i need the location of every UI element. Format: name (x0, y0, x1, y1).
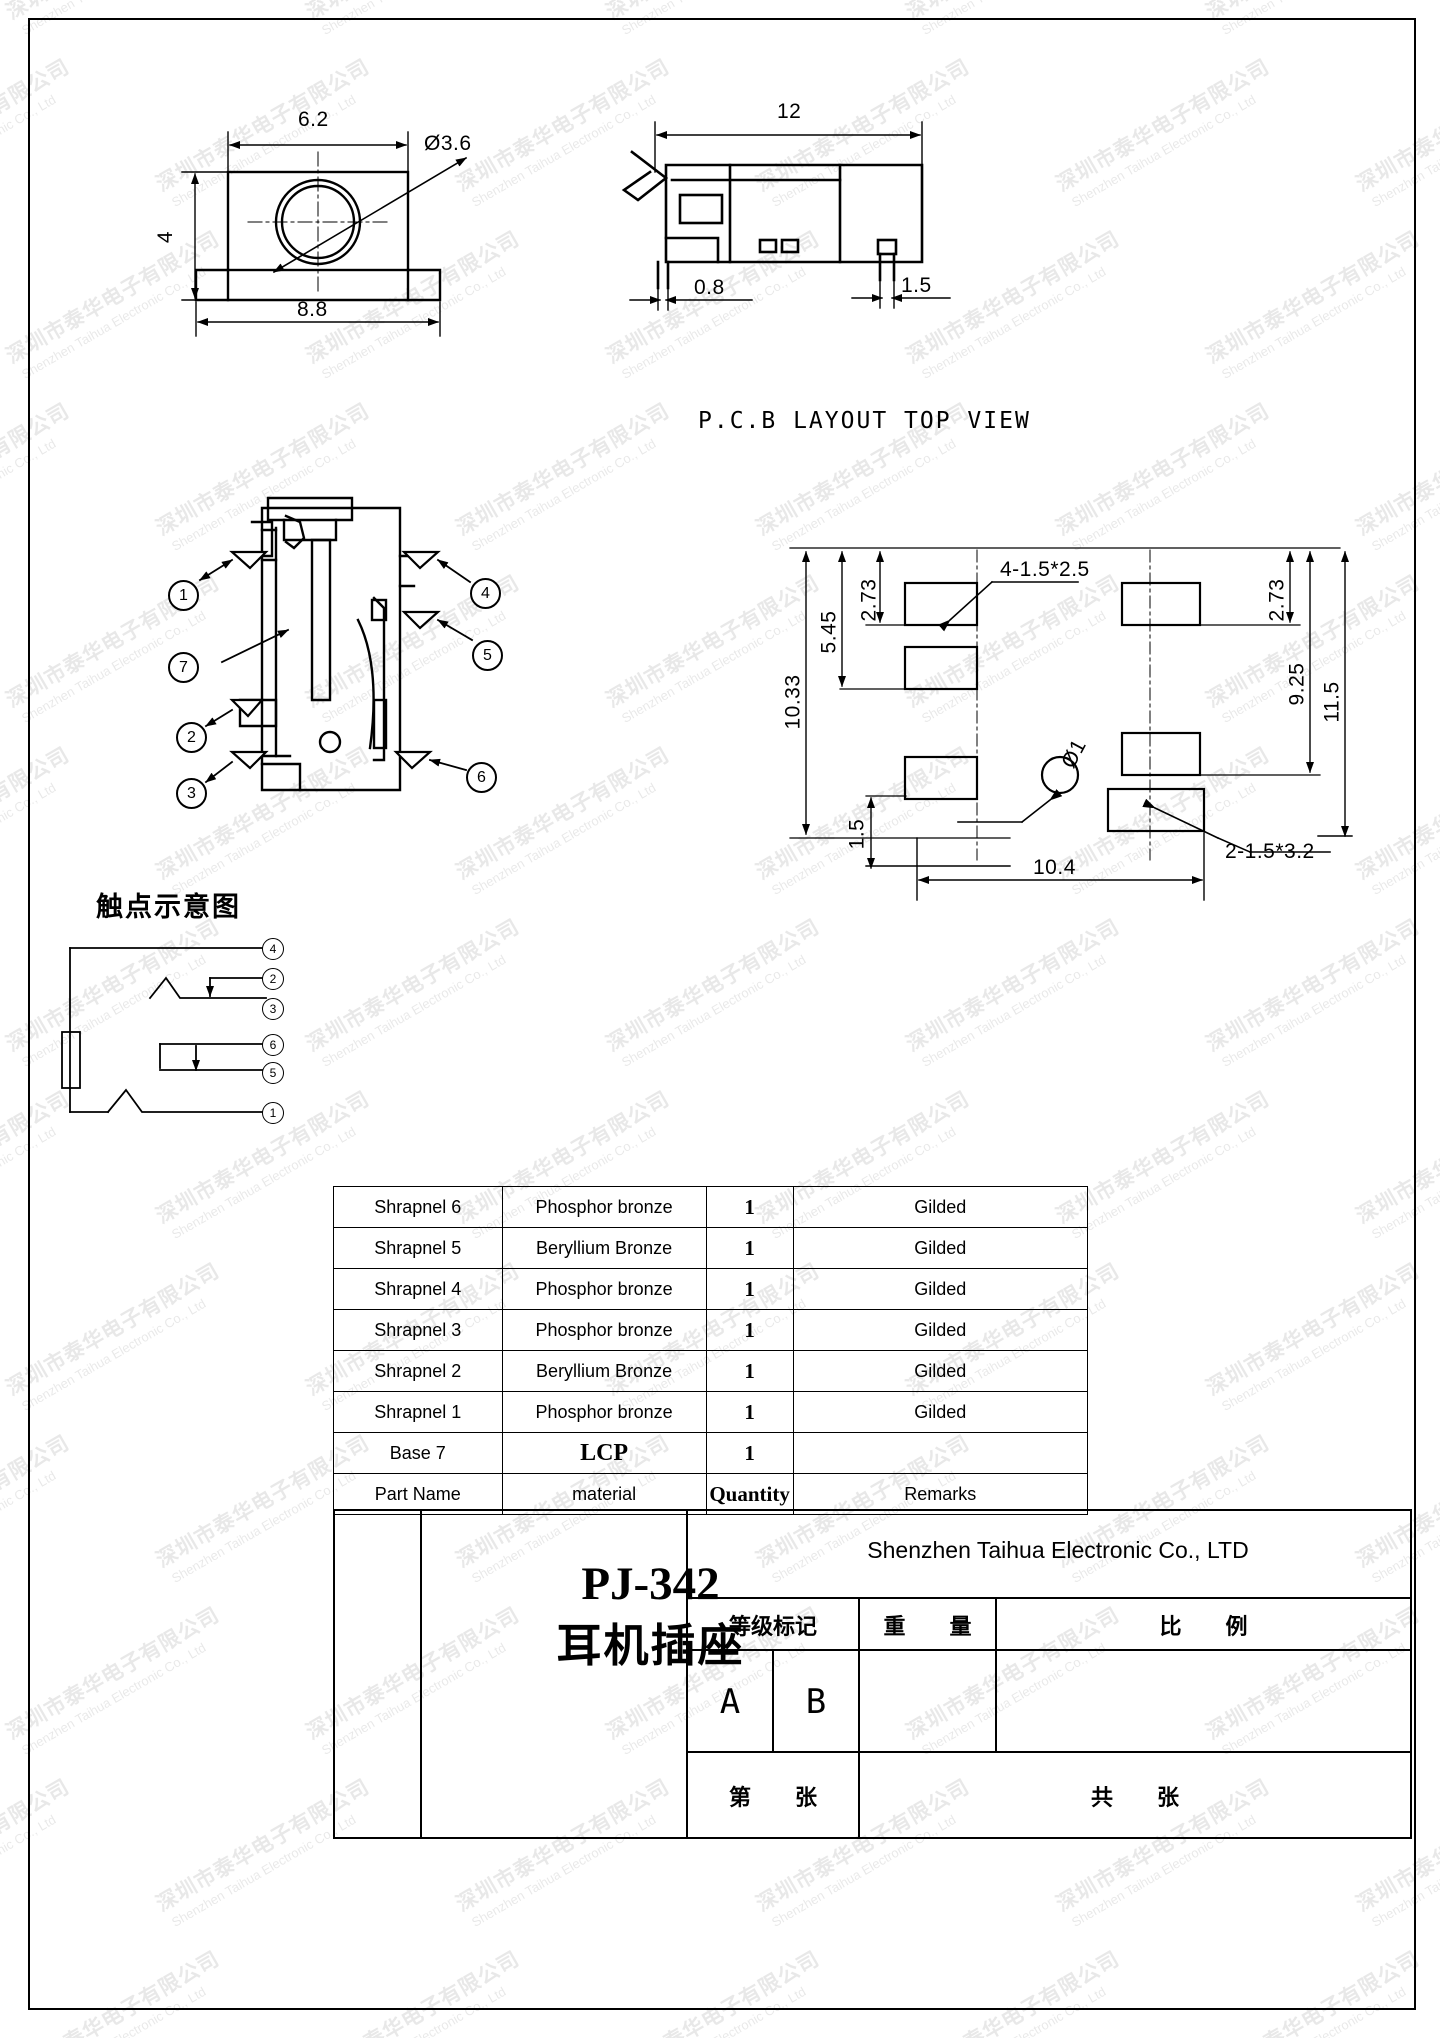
dim-pcb-bottom-width: 10.4 (1033, 856, 1076, 879)
dim-pcb-overall-left: 10.33 (781, 674, 805, 730)
cell-c3: 1 (705, 1309, 794, 1351)
sheet-border (28, 18, 1416, 2010)
cell-c2: LCP (501, 1432, 707, 1474)
column-header: material (501, 1473, 707, 1515)
terminal-4: 4 (262, 938, 284, 960)
cell-c4 (792, 1432, 1089, 1474)
callout-pad-4: 4-1.5*2.5 (1000, 558, 1090, 581)
cell-c2: Phosphor bronze (501, 1309, 707, 1351)
tb-line-grade-right (858, 1597, 861, 1751)
callout-pad-2: 2-1.5*3.2 (1225, 840, 1315, 863)
cell-c4: Gilded (792, 1268, 1089, 1310)
column-header: Remarks (792, 1473, 1089, 1515)
callout-1: 1 (168, 580, 199, 611)
tb-line-weight-right (995, 1597, 998, 1751)
contact-diagram-title: 触点示意图 (96, 892, 241, 923)
callout-5: 5 (472, 640, 503, 671)
dim-side-length: 12 (777, 100, 802, 123)
tb-line-ab-divider (772, 1649, 775, 1751)
tb-line-vsep (686, 1509, 689, 1839)
cell-c4: Gilded (792, 1391, 1089, 1433)
tb-line-ab-bottom (686, 1751, 1412, 1754)
cell-c3: 1 (705, 1268, 794, 1310)
cell-c4: Gilded (792, 1186, 1089, 1228)
dim-side-pin-left: 0.8 (694, 276, 725, 299)
column-header: Quantity (705, 1473, 794, 1515)
dim-hole-diameter: Ø3.6 (424, 132, 472, 155)
tb-line-grade-header-bottom (686, 1649, 1412, 1652)
title-block: PJ-342 耳机插座 Shenzhen Taihua Electronic C… (333, 1509, 1413, 1840)
tb-line-top (333, 1509, 1412, 1512)
cell-c2: Phosphor bronze (501, 1186, 707, 1228)
company-name: Shenzhen Taihua Electronic Co., LTD (867, 1537, 1249, 1563)
terminal-2: 2 (262, 968, 284, 990)
terminal-5: 5 (262, 1062, 284, 1084)
cell-c1: Shrapnel 5 (333, 1227, 503, 1269)
dim-pcb-top-pad-left: 2.73 (857, 578, 881, 622)
cell-c1: Shrapnel 6 (333, 1186, 503, 1228)
dim-pcb-overall-right: 11.5 (1320, 681, 1344, 723)
dim-pcb-bottom-left: 1.5 (845, 818, 869, 850)
dim-pcb-upper-left: 5.45 (817, 610, 841, 654)
sheet-number-label: 第 张 (728, 1786, 817, 1811)
tb-line-sheet-right (858, 1751, 861, 1839)
tb-line-company-bottom (686, 1597, 1412, 1600)
cell-c2: Phosphor bronze (501, 1391, 707, 1433)
cell-c1: Shrapnel 3 (333, 1309, 503, 1351)
tb-line-left (333, 1509, 336, 1839)
cell-c3: 1 (705, 1432, 794, 1474)
terminal-3: 3 (262, 998, 284, 1020)
callout-4: 4 (470, 578, 501, 609)
weight-header: 重 量 (883, 1615, 972, 1640)
cell-c1: Base 7 (333, 1432, 503, 1474)
callout-6: 6 (466, 762, 497, 793)
callout-3: 3 (176, 778, 207, 809)
cell-c2: Phosphor bronze (501, 1268, 707, 1310)
cell-c2: Beryllium Bronze (501, 1350, 707, 1392)
cell-c3: 1 (705, 1350, 794, 1392)
pcb-layout-label: P.C.B LAYOUT TOP VIEW (698, 408, 1031, 434)
cell-c4: Gilded (792, 1309, 1089, 1351)
callout-7: 7 (168, 652, 199, 683)
total-sheets-label: 共 张 (1090, 1786, 1179, 1811)
cell-c4: Gilded (792, 1350, 1089, 1392)
grade-header: 等级标记 (728, 1615, 817, 1640)
dim-side-pin-right: 1.5 (901, 274, 932, 297)
cell-c4: Gilded (792, 1227, 1089, 1269)
dim-front-width-top: 6.2 (298, 108, 329, 131)
dim-pcb-mid-right: 9.25 (1285, 662, 1309, 706)
dim-front-height: 4 (154, 230, 178, 244)
cell-c1: Shrapnel 4 (333, 1268, 503, 1310)
callout-2: 2 (176, 722, 207, 753)
part-name-cn: 耳机插座 (556, 1619, 745, 1672)
cell-c1: Shrapnel 1 (333, 1391, 503, 1433)
cell-c2: Beryllium Bronze (501, 1227, 707, 1269)
tb-line-bottom (333, 1837, 1412, 1840)
cell-c3: 1 (705, 1186, 794, 1228)
tb-line-left-stub (420, 1509, 423, 1839)
scale-header: 比 例 (1159, 1615, 1248, 1640)
tb-line-right (1410, 1509, 1413, 1839)
terminal-6: 6 (262, 1034, 284, 1056)
terminal-1: 1 (262, 1102, 284, 1124)
cell-c3: 1 (705, 1227, 794, 1269)
cell-c3: 1 (705, 1391, 794, 1433)
dim-front-width-bottom: 8.8 (297, 298, 328, 321)
part-number: PJ-342 (581, 1558, 720, 1610)
column-header: Part Name (333, 1473, 503, 1515)
grade-value-a: A (719, 1682, 741, 1722)
dim-pcb-top-pad-right: 2.73 (1265, 578, 1289, 622)
grade-value-b: B (805, 1682, 827, 1722)
cell-c1: Shrapnel 2 (333, 1350, 503, 1392)
